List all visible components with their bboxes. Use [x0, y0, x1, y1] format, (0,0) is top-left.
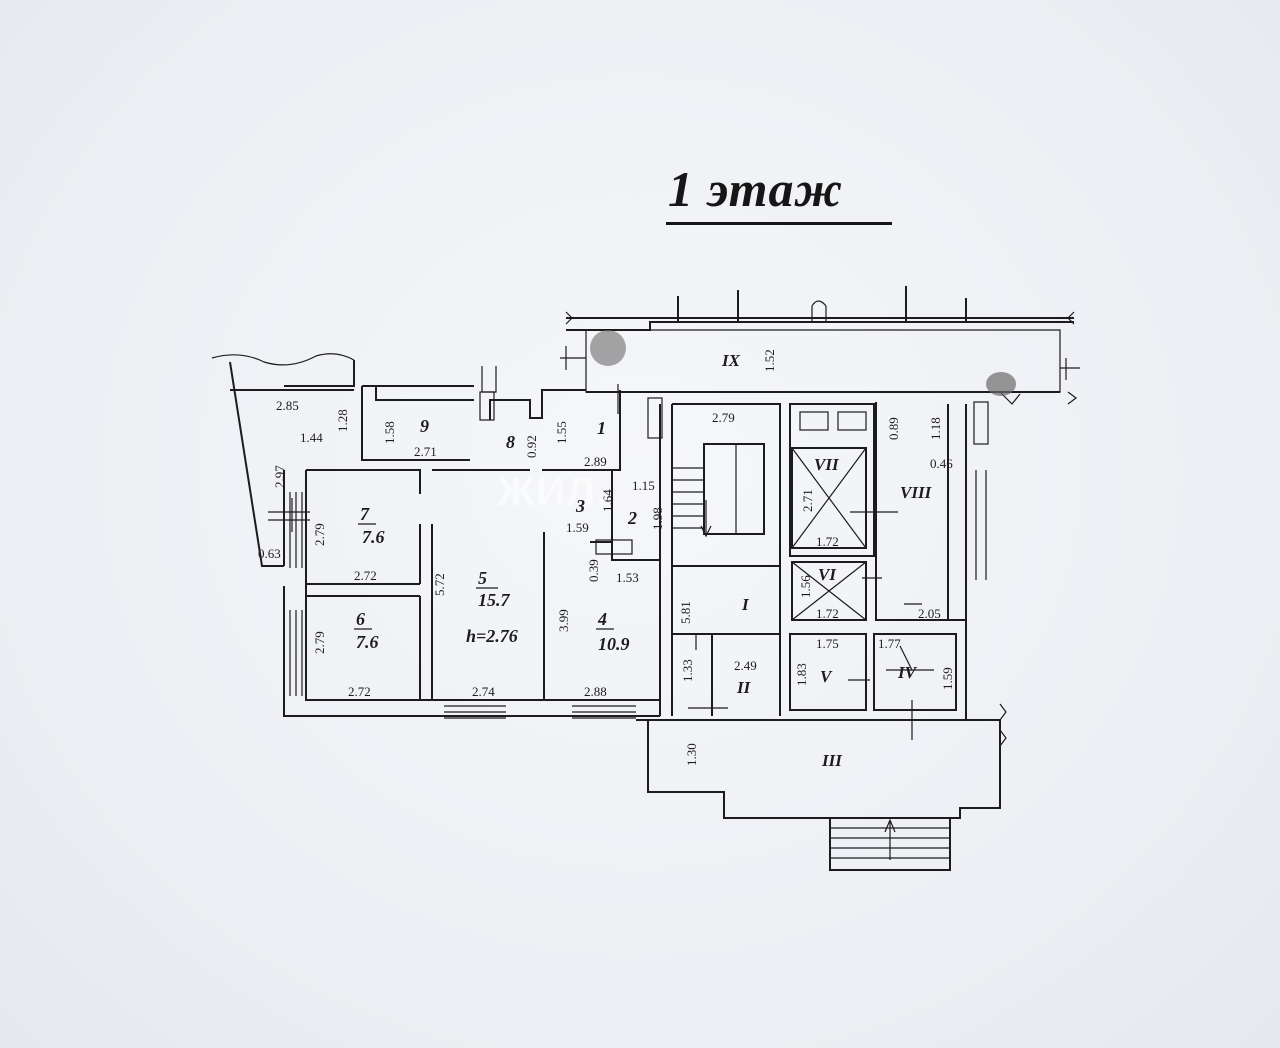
dim-2-79-room6: 2.79 — [312, 631, 327, 654]
dim-2-05: 2.05 — [918, 606, 941, 621]
dim-5-72: 5.72 — [432, 573, 447, 596]
dim-1-59-iv: 1.59 — [940, 667, 955, 690]
room-3-number: 3 — [575, 496, 585, 516]
room-7-number: 7 — [360, 504, 370, 524]
dim-5-81: 5.81 — [678, 601, 693, 624]
room-5-number: 5 — [478, 568, 487, 588]
common-block-walls — [636, 402, 1007, 819]
dim-1-75: 1.75 — [816, 636, 839, 651]
dim-2-79-stair: 2.79 — [712, 410, 735, 425]
corridor-ix-walls — [565, 286, 1077, 405]
area-iv-label: IV — [897, 663, 918, 682]
dim-2-97: 2.97 — [272, 465, 287, 488]
dim-1-44: 1.44 — [300, 430, 323, 445]
dim-2-88: 2.88 — [584, 684, 607, 699]
dim-1-52: 1.52 — [762, 349, 777, 372]
dim-1-58: 1.58 — [382, 421, 397, 444]
dim-1-98: 1.98 — [650, 507, 665, 530]
apartment-walls — [283, 366, 989, 717]
dim-1-28: 1.28 — [335, 409, 350, 432]
dim-0-39: 0.39 — [586, 559, 601, 582]
dim-0-63: 0.63 — [258, 546, 281, 561]
dim-1-59: 1.59 — [566, 520, 589, 535]
dim-2-71: 2.71 — [414, 444, 437, 459]
dim-1-33: 1.33 — [680, 659, 695, 682]
dimension-labels: 2.85 1.44 0.63 2.71 2.89 1.15 1.59 1.53 … — [258, 398, 953, 699]
ceiling-height: h=2.76 — [466, 626, 518, 646]
area-iii-label: III — [821, 751, 843, 770]
area-ix-label: IX — [721, 351, 741, 370]
area-i-label: I — [741, 595, 750, 614]
redaction-blob-right — [986, 372, 1016, 396]
dim-1-55: 1.55 — [554, 421, 569, 444]
dim-2-72-top: 2.72 — [354, 568, 377, 583]
area-vii-label: VII — [814, 455, 840, 474]
dimension-labels-vertical: 1.28 2.97 2.79 1.58 0.92 1.55 1.64 1.98 … — [272, 349, 955, 766]
balcony-outline — [211, 353, 355, 567]
dim-2-89: 2.89 — [584, 454, 607, 469]
dim-1-56: 1.56 — [798, 575, 813, 598]
room-4-area: 10.9 — [598, 634, 630, 654]
room-labels: 9 8 1 2 3 7 7.6 5 15.7 h=2.76 6 7.6 4 10… — [354, 416, 637, 654]
watermark-logo: ЖИЛ. — [498, 470, 611, 514]
dim-1-83: 1.83 — [794, 663, 809, 686]
dim-2-85: 2.85 — [276, 398, 299, 413]
common-area-labels: I II III IV V VI VII VIII IX — [721, 351, 933, 770]
room-1-number: 1 — [597, 418, 606, 438]
area-ii-label: II — [736, 678, 752, 697]
room-7-area: 7.6 — [362, 527, 385, 547]
dim-1-72-a: 1.72 — [816, 534, 839, 549]
area-viii-label: VIII — [900, 483, 933, 502]
floor-title: 1 этаж — [668, 161, 844, 217]
dim-1-15: 1.15 — [632, 478, 655, 493]
windows — [289, 492, 636, 719]
dim-1-77: 1.77 — [878, 636, 901, 651]
dim-2-74: 2.74 — [472, 684, 495, 699]
room-2-number: 2 — [627, 508, 637, 528]
dim-2-72-bottom: 2.72 — [348, 684, 371, 699]
room-5-area: 15.7 — [478, 590, 511, 610]
room-6-number: 6 — [356, 609, 365, 629]
dim-0-89: 0.89 — [886, 417, 901, 440]
dim-1-18: 1.18 — [928, 417, 943, 440]
dim-0-46: 0.46 — [930, 456, 953, 471]
redaction-blob-left — [590, 330, 626, 366]
title-underline — [666, 222, 892, 225]
door-marks — [268, 346, 1080, 740]
dim-1-72-b: 1.72 — [816, 606, 839, 621]
dim-2-71-vii: 2.71 — [800, 489, 815, 512]
area-v-label: V — [820, 667, 833, 686]
dim-2-79-room7: 2.79 — [312, 523, 327, 546]
area-vi-label: VI — [818, 565, 837, 584]
entrance-steps — [829, 817, 951, 871]
dim-0-92: 0.92 — [524, 435, 539, 458]
room-4-number: 4 — [597, 609, 607, 629]
dim-3-99: 3.99 — [556, 609, 571, 632]
room-8-number: 8 — [506, 432, 515, 452]
room-6-area: 7.6 — [356, 632, 379, 652]
room-9-number: 9 — [420, 416, 429, 436]
dim-2-49: 2.49 — [734, 658, 757, 673]
dim-1-53: 1.53 — [616, 570, 639, 585]
dim-1-64: 1.64 — [600, 489, 615, 512]
dim-1-30: 1.30 — [684, 743, 699, 766]
